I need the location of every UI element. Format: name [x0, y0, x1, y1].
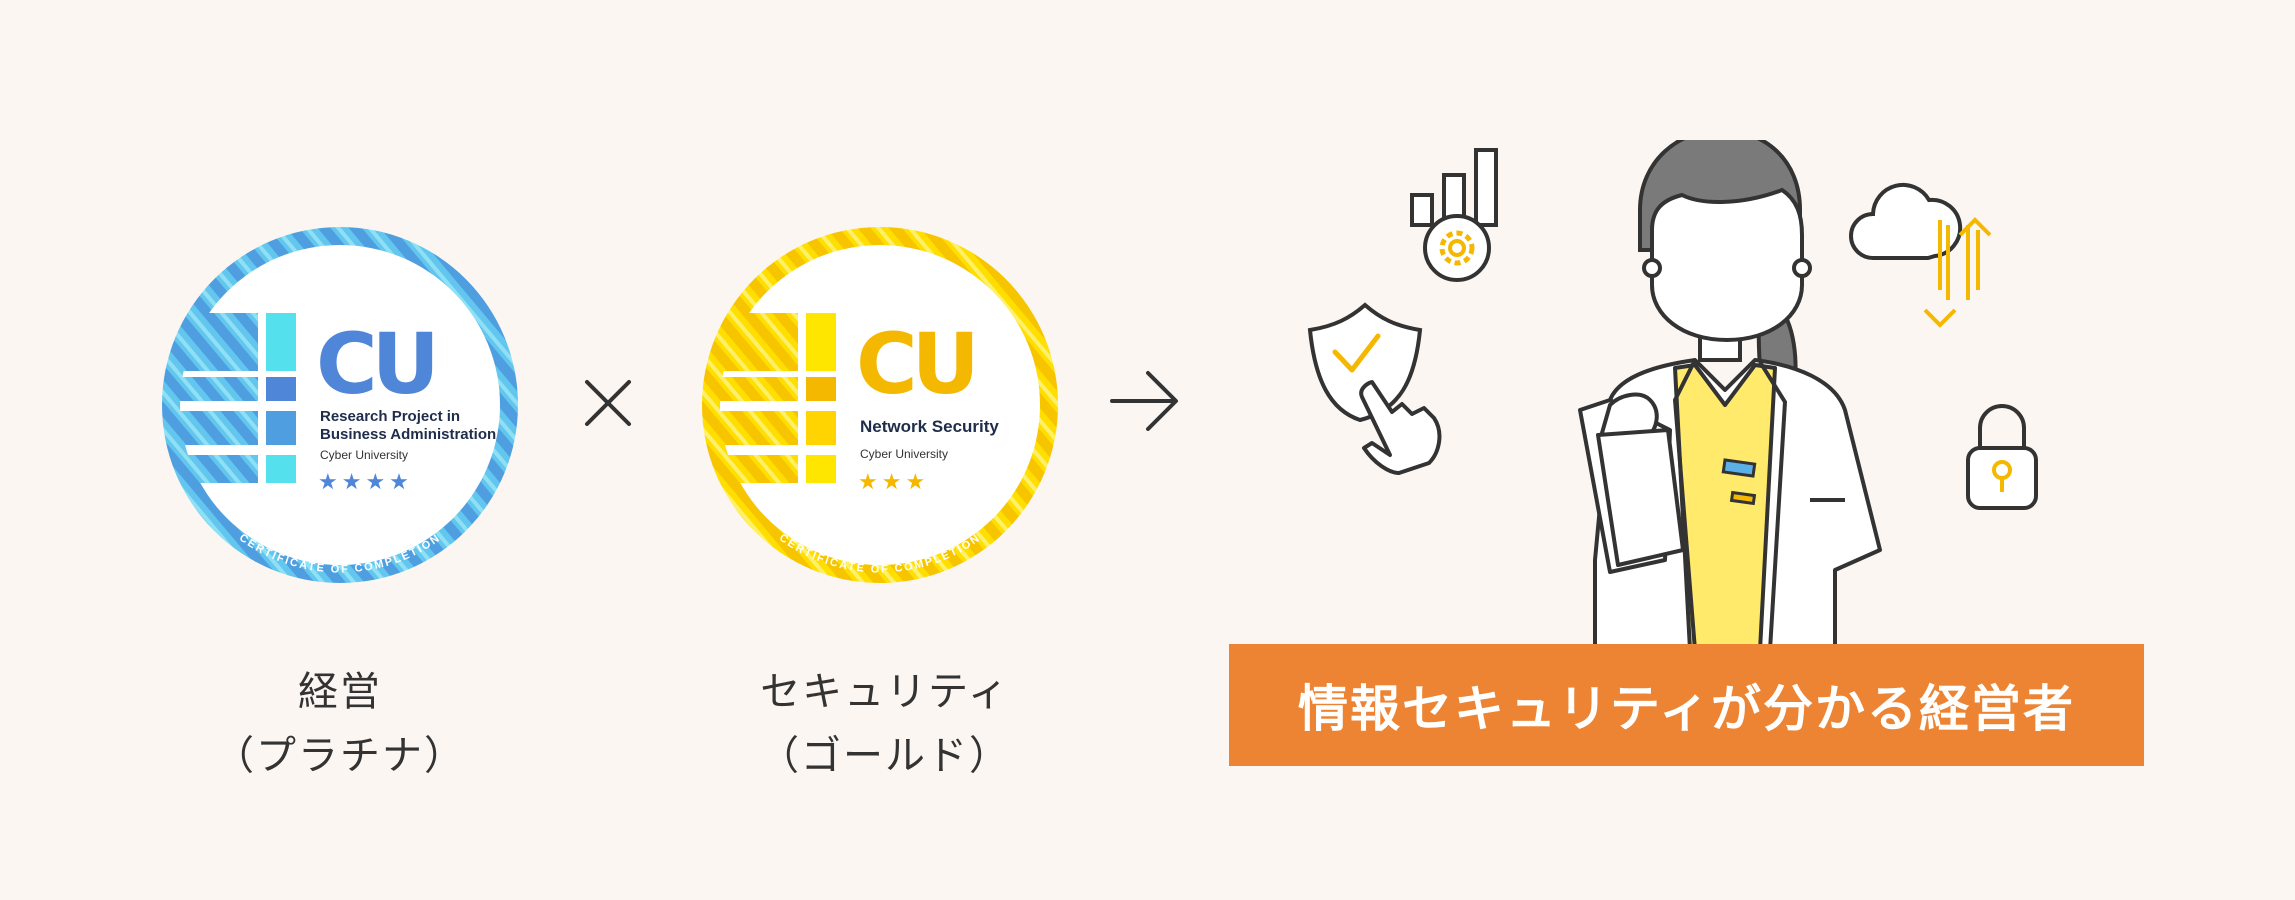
caption-security-line1: セキュリティ — [760, 669, 1010, 715]
badge-title: Research Project in — [320, 408, 460, 425]
manager-illustration — [1307, 140, 2038, 650]
cloud-sync-icon — [1849, 182, 1992, 328]
times-icon — [585, 380, 631, 426]
badge-logo: CU — [316, 315, 434, 413]
result-label: 情報セキュリティが分かる経営者 — [1298, 680, 2075, 738]
badge-network-security: CU Network Security Cyber University ★★★… — [702, 227, 1058, 583]
caption-business-line2: （プラチナ） — [214, 733, 466, 779]
badge-title: Network Security — [860, 417, 999, 436]
padlock-icon — [1966, 404, 2038, 510]
result-banner: 情報セキュリティが分かる経営者 — [1229, 644, 2144, 766]
badge-university: Cyber University — [860, 447, 948, 461]
badge-stars: ★★★ — [858, 470, 929, 495]
caption-security-line2: （ゴールド） — [759, 733, 1011, 779]
badge-logo: CU — [856, 315, 974, 413]
caption-business: 経営 （プラチナ） — [190, 660, 490, 788]
pointing-hand-icon — [1359, 380, 1442, 475]
badge-stars: ★★★★ — [318, 470, 413, 495]
caption-business-line1: 経営 — [298, 669, 382, 715]
shield-check-icon — [1307, 302, 1423, 423]
badge-university: Cyber University — [320, 448, 408, 462]
chart-gear-icon — [1410, 148, 1498, 282]
manager-figure — [1578, 140, 1882, 650]
arrow-right-icon — [1110, 371, 1178, 431]
badge-business-administration: CU Research Project in Business Administ… — [162, 227, 518, 583]
badge-title-line2: Business Administration — [320, 426, 496, 443]
caption-security: セキュリティ （ゴールド） — [720, 660, 1050, 788]
